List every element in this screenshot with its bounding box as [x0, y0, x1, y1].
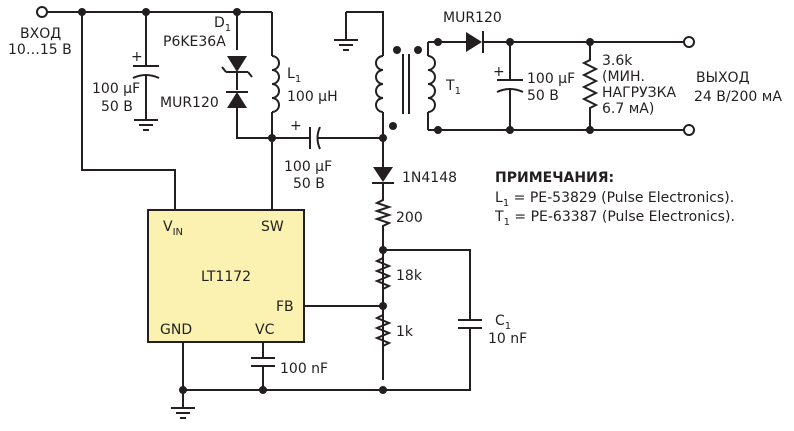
output-cap-voltage: 50 В — [527, 88, 559, 104]
r1k-value: 1k — [396, 324, 414, 340]
ground-symbol-input-cap — [134, 119, 158, 131]
output-capacitor: + 100 µF 50 В — [493, 42, 575, 130]
c1-value: 10 nF — [488, 331, 527, 347]
clamp-network: D1 P6KE36A MUR120 — [160, 12, 272, 139]
notes-t1: T1 = PE-63387 (Pulse Electronics). — [494, 209, 735, 228]
input-cap-plus: + — [131, 49, 143, 65]
diode-mur120-clamp — [226, 91, 248, 108]
notes-l1: L1 = PE-53829 (Pulse Electronics). — [495, 190, 734, 209]
input-cap-voltage: 50 В — [101, 99, 133, 115]
coupling-cap-value: 100 µF — [284, 159, 332, 175]
load-note-1: (МИН. — [602, 69, 645, 85]
output-spec: 24 В/200 мА — [694, 89, 782, 105]
output-terminal-negative — [683, 124, 695, 136]
inductor-l1: L1 100 µH — [268, 12, 338, 210]
load-value: 3.6k — [602, 53, 633, 69]
coupling-cap-plus: + — [290, 118, 302, 134]
input-section: ВХОД 10…15 В — [8, 6, 272, 210]
ic-label: LT1172 — [201, 269, 251, 285]
coupling-cap-voltage: 50 В — [293, 176, 325, 192]
output-terminal-positive — [683, 36, 695, 48]
output-section: MUR120 ВЫХОД 24 В/200 мА — [428, 10, 782, 136]
l1-label: L1 — [287, 66, 301, 85]
clamp-diode-part: MUR120 — [160, 95, 219, 111]
diode-mur120-output — [466, 31, 484, 53]
transformer-t1: T1 — [334, 11, 461, 138]
resistor-18k — [374, 257, 392, 290]
ic-pin-vin: VIN — [163, 219, 183, 238]
vc-cap-value: 100 nF — [280, 361, 328, 377]
r200-value: 200 — [396, 210, 423, 226]
load-resistor: 3.6k (МИН. НАГРУЗКА 6.7 мА) — [581, 42, 677, 130]
c1-label: C1 — [495, 313, 511, 332]
output-cap-plus: + — [493, 64, 505, 80]
input-label: ВХОД — [20, 26, 61, 42]
zener-d1 — [221, 56, 253, 78]
ic-pin-gnd: GND — [160, 322, 192, 338]
notes-block: ПРИМЕЧАНИЯ: L1 = PE-53829 (Pulse Electro… — [494, 170, 735, 228]
input-terminal — [36, 6, 48, 18]
capacitor-c1: C1 10 nF — [183, 249, 527, 391]
d1-part: P6KE36A — [163, 34, 226, 50]
input-cap-value: 100 µF — [92, 81, 140, 97]
ic-pin-sw: SW — [261, 219, 284, 235]
load-note-2: НАГРУЗКА — [602, 85, 677, 101]
t1-label: T1 — [445, 78, 461, 97]
l1-value: 100 µH — [287, 89, 338, 105]
input-capacitor: + 100 µF 50 В — [92, 12, 160, 131]
resistor-1k — [374, 314, 392, 347]
load-note-3: 6.7 мА) — [602, 101, 654, 117]
notes-title: ПРИМЕЧАНИЯ: — [495, 170, 614, 186]
fb-diode-part: 1N4148 — [402, 170, 457, 186]
ground-network: 100 nF — [171, 342, 387, 419]
diode-1n4148 — [372, 167, 394, 184]
ic-lt1172: VIN SW LT1172 FB GND VC — [147, 209, 305, 343]
r18k-value: 18k — [396, 268, 423, 284]
ic-pin-vc: VC — [255, 322, 275, 338]
output-diode-part: MUR120 — [443, 10, 502, 26]
output-label: ВЫХОД — [696, 70, 750, 86]
d1-label: D1 — [214, 15, 231, 34]
output-cap-value: 100 µF — [527, 71, 575, 87]
ground-symbol-main — [171, 407, 195, 419]
input-range: 10…15 В — [8, 42, 72, 58]
feedback-chain: 1N4148 200 18k 1k — [304, 138, 457, 380]
ic-body — [147, 209, 305, 343]
ic-pin-fb: FB — [276, 299, 294, 315]
coupling-capacitor: + 100 µF 50 В — [272, 118, 387, 192]
